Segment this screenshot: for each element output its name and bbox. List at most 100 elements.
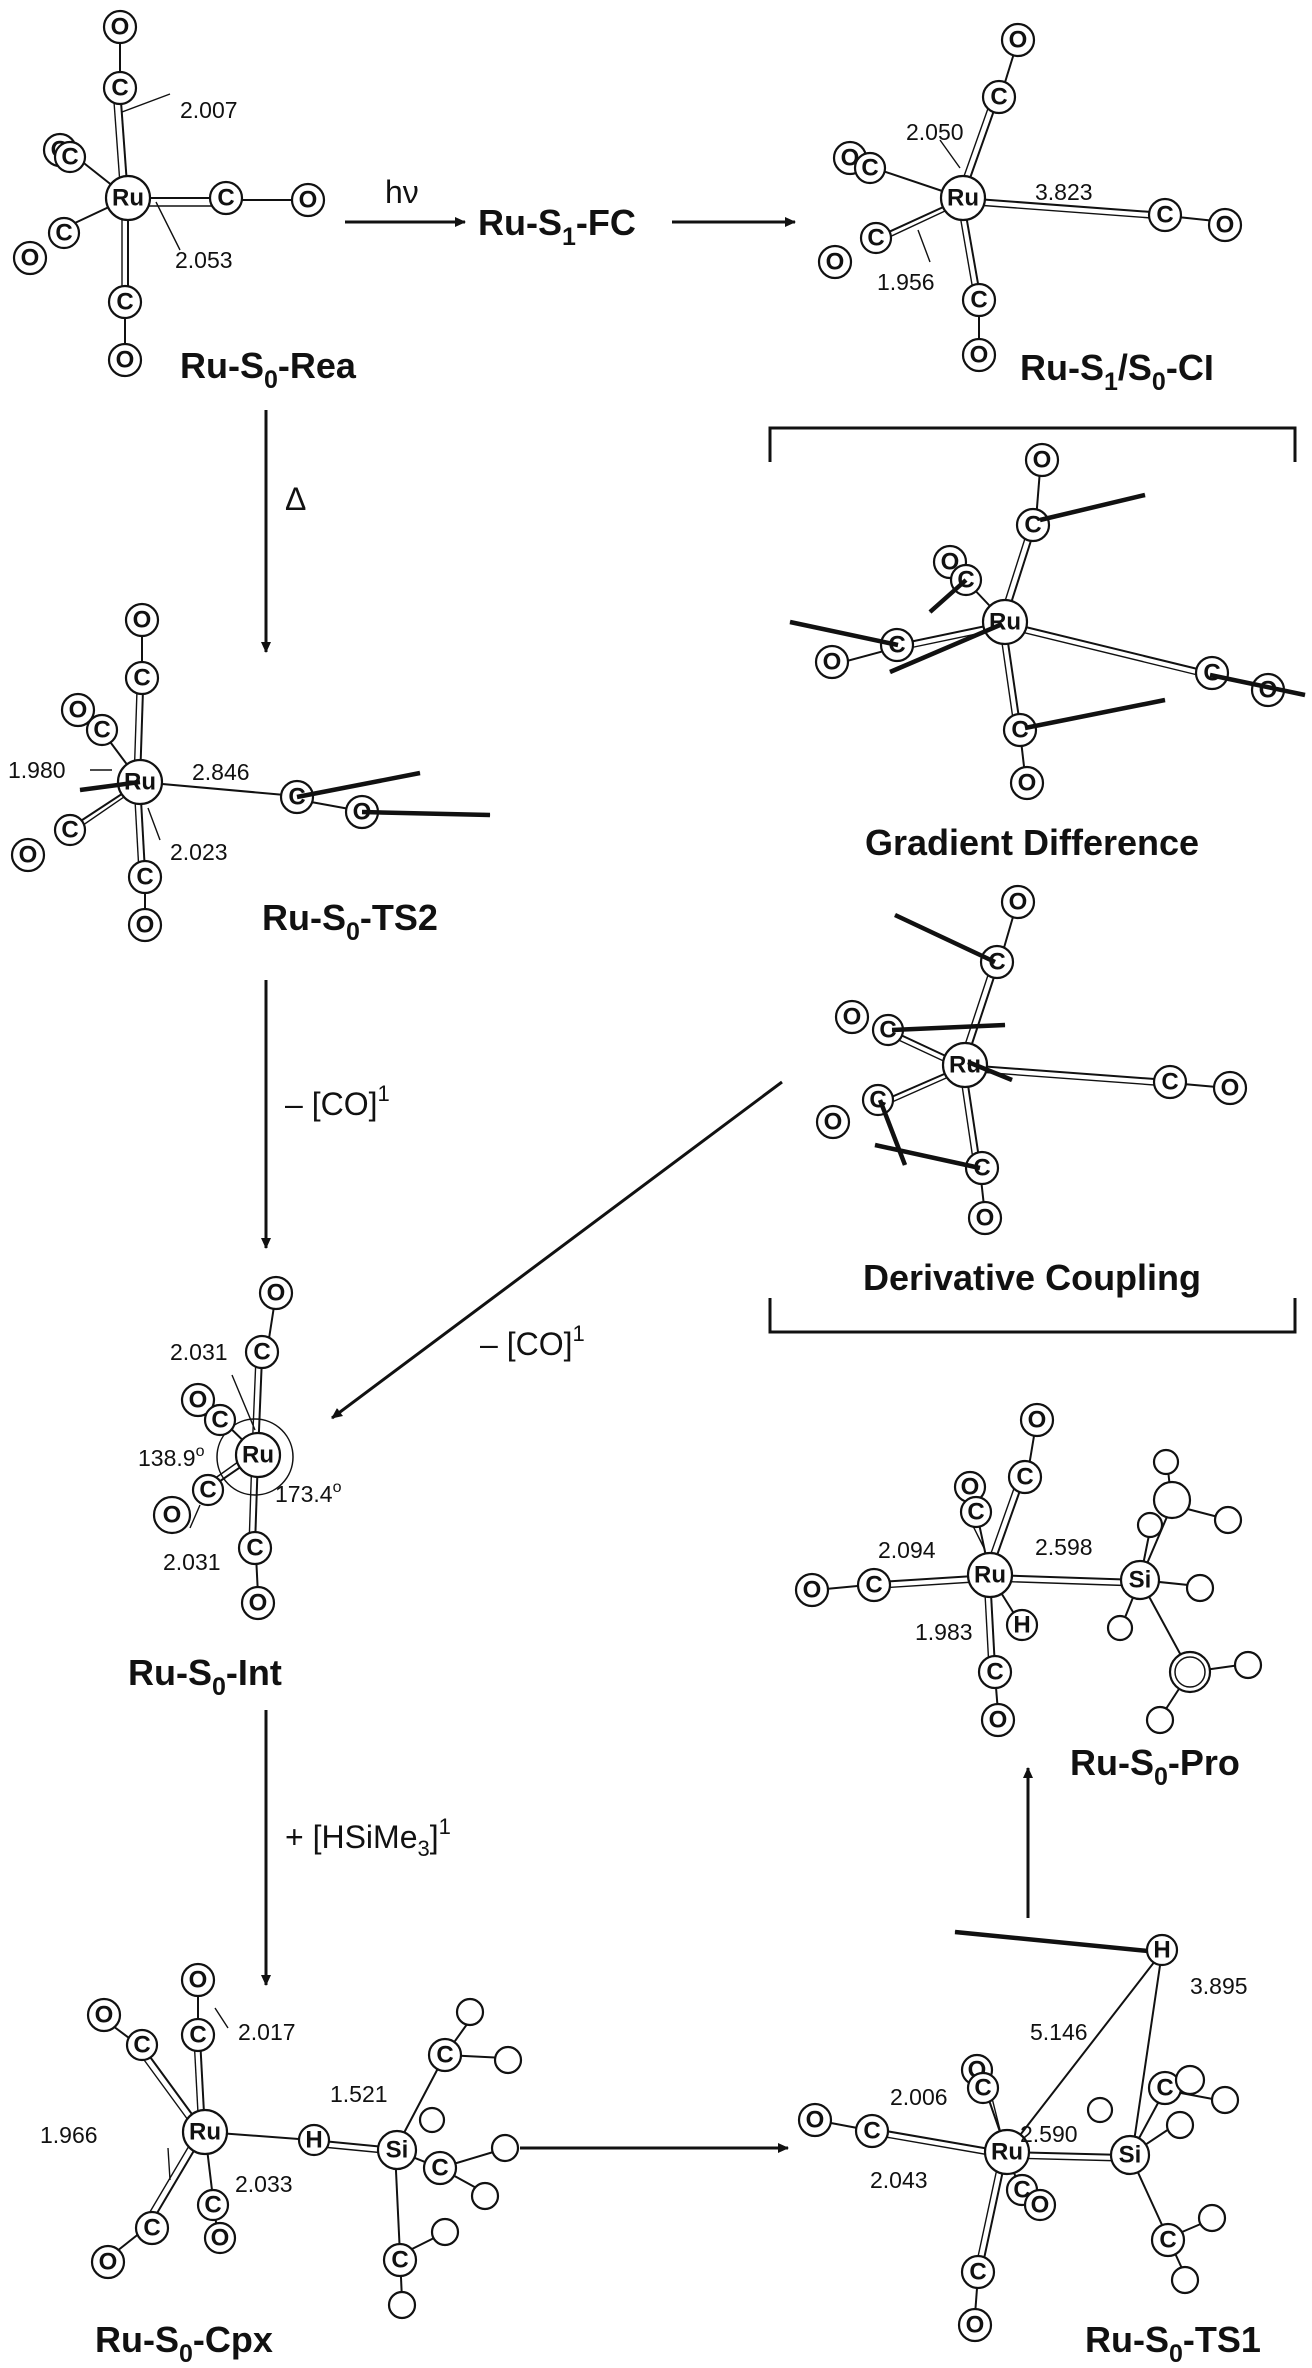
atom-o: O	[299, 187, 318, 214]
atom-o: O	[267, 1280, 286, 1307]
dist-label-angle: 173.4o	[275, 1479, 342, 1507]
atom-c: C	[136, 864, 153, 891]
atom-o: O	[189, 1967, 208, 1994]
species-label-ru-s0-ts1: Ru-S0-TS1	[1085, 2319, 1261, 2368]
atom-o: O	[136, 912, 155, 939]
atom-c: C	[967, 1499, 984, 1526]
atom-c: C	[116, 289, 133, 316]
atom-c: C	[391, 2247, 408, 2274]
atom-c: C	[1016, 1464, 1033, 1491]
atom-si: Si	[1119, 2142, 1142, 2169]
atom-c: C	[253, 1339, 270, 1366]
atom-o: O	[189, 1387, 208, 1414]
atom-c: C	[1156, 2075, 1173, 2102]
atom-c: C	[133, 2032, 150, 2059]
atom-c: C	[1159, 2227, 1176, 2254]
atom-o: O	[133, 607, 152, 634]
atom-c: C	[143, 2215, 160, 2242]
dist-label: 2.050	[906, 119, 964, 145]
atom-c: C	[61, 817, 78, 844]
atom-c: C	[865, 1572, 882, 1599]
atom-c: C	[133, 665, 150, 692]
dist-label: 2.094	[878, 1537, 936, 1563]
atom-c: C	[204, 2192, 221, 2219]
atom-o: O	[1009, 889, 1028, 916]
atom-o: O	[1009, 27, 1028, 54]
atom-o: O	[803, 1577, 822, 1604]
atom-o: O	[1033, 447, 1052, 474]
atom-o: O	[1028, 1407, 1047, 1434]
bracket-top	[768, 426, 1297, 462]
atom-c: C	[988, 949, 1005, 976]
atom-o: O	[1031, 2192, 1050, 2219]
atom-c: C	[1161, 1069, 1178, 1096]
dist-label: 1.983	[915, 1619, 973, 1645]
dist-label: 1.956	[877, 269, 935, 295]
molecule-ru-s1-s0-ci: O C C O C O O C O C Ru 2.050 3.823 1.956	[817, 22, 1243, 373]
atom-o: O	[961, 1474, 980, 1501]
atom-c: C	[970, 287, 987, 314]
atom-o: O	[69, 697, 88, 724]
label-hv: hν	[385, 174, 419, 210]
dist-label: 2.598	[1035, 1534, 1093, 1560]
panel-title-derivative-coupling: Derivative Coupling	[863, 1257, 1201, 1298]
dist-label: 2.053	[175, 247, 233, 273]
label-hsime3: + [HSiMe3]1	[285, 1814, 451, 1861]
dist-label: 1.980	[8, 757, 66, 783]
atom-o: O	[163, 1502, 182, 1529]
label-co-loss-diagonal: – [CO]1	[480, 1321, 585, 1362]
atom-c: C	[1156, 202, 1173, 229]
panel-title-gradient-difference: Gradient Difference	[865, 822, 1199, 863]
atom-c: C	[879, 1017, 896, 1044]
atom-ru: Ru	[989, 609, 1021, 636]
atom-c: C	[1011, 717, 1028, 744]
label-delta: Δ	[285, 481, 306, 517]
atom-c: C	[969, 2259, 986, 2286]
dist-label: 1.966	[40, 2122, 98, 2148]
atom-o: O	[19, 842, 38, 869]
atom-ru: Ru	[991, 2139, 1023, 2166]
atom-c: C	[861, 155, 878, 182]
atom-c: C	[217, 185, 234, 212]
atom-c: C	[863, 2118, 880, 2145]
atom-c: C	[986, 1659, 1003, 1686]
dist-label: 2.006	[890, 2084, 948, 2110]
dist-label: 5.146	[1030, 2019, 1088, 2045]
atom-o: O	[111, 14, 130, 41]
atom-c: C	[1203, 660, 1220, 687]
atom-o: O	[249, 1590, 268, 1617]
atom-h: H	[1153, 1937, 1170, 1964]
atom-o: O	[21, 245, 40, 272]
atom-o: O	[95, 2002, 114, 2029]
molecule-ru-s0-pro: O C O C C O H C O Si Ru 2.094 2.598 1.98…	[794, 1402, 1263, 1738]
atom-si: Si	[1129, 1567, 1152, 1594]
atom-o: O	[826, 249, 845, 276]
atom-ru: Ru	[242, 1442, 274, 1469]
atom-o: O	[989, 1707, 1008, 1734]
molecule-ru-s0-rea: O C C O C O O C O C Ru 2.007 2.053	[12, 9, 326, 378]
atom-c: C	[973, 1155, 990, 1182]
dist-label: 2.007	[180, 97, 238, 123]
dist-label: 2.033	[235, 2171, 293, 2197]
atom-h: H	[1013, 1612, 1030, 1639]
atom-c: C	[211, 1407, 228, 1434]
dist-label: 2.023	[170, 839, 228, 865]
dist-label: 2.031	[163, 1549, 221, 1575]
species-label-ru-s0-int: Ru-S0-Int	[128, 1652, 282, 1701]
atom-ru: Ru	[112, 185, 144, 212]
dist-label: 2.590	[1020, 2121, 1078, 2147]
dist-label: 1.521	[330, 2081, 388, 2107]
atom-c: C	[246, 1535, 263, 1562]
atom-c: C	[61, 144, 78, 171]
atom-c: C	[436, 2042, 453, 2069]
atom-o: O	[843, 1004, 862, 1031]
atom-o: O	[976, 1205, 995, 1232]
species-label-ru-s0-pro: Ru-S0-Pro	[1070, 1742, 1240, 1791]
species-label-ru-s1-s0-ci: Ru-S1/S0-CI	[1020, 347, 1214, 396]
species-label-ru-s0-cpx: Ru-S0-Cpx	[95, 2319, 273, 2368]
atom-c: C	[1024, 512, 1041, 539]
species-label-ru-s0-rea: Ru-S0-Rea	[180, 345, 357, 394]
label-co-loss-left: – [CO]1	[285, 1081, 390, 1122]
